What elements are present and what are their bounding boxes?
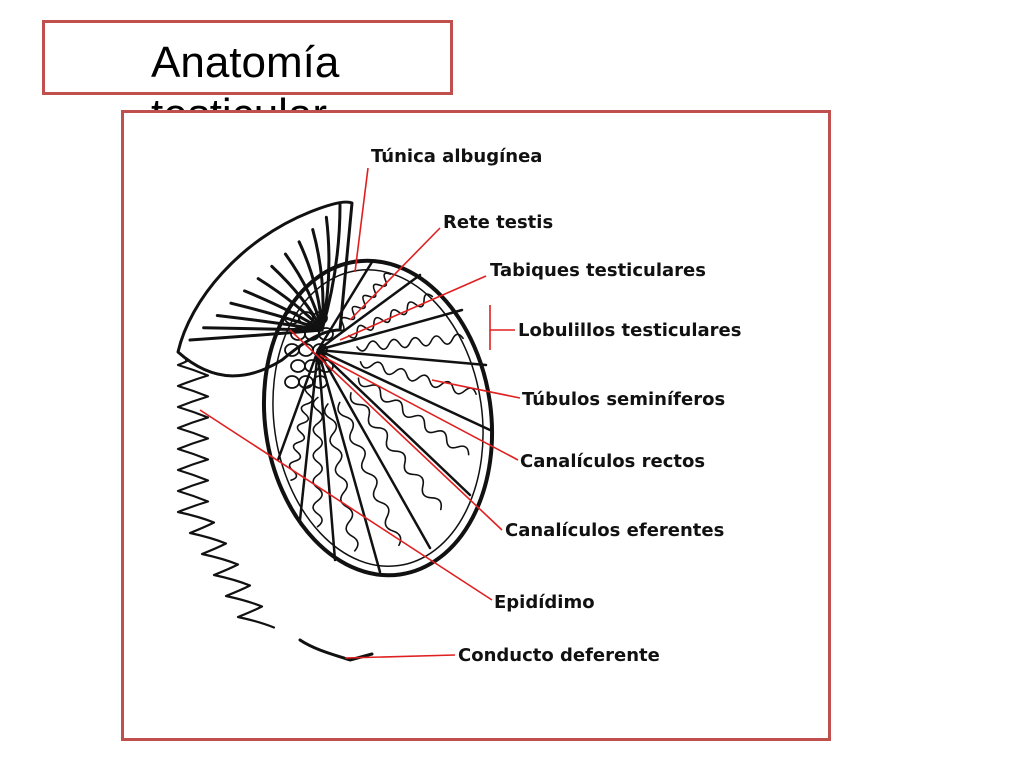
testis-drawing xyxy=(176,200,495,662)
label-epididimo: Epidídimo xyxy=(494,592,595,613)
label-tubulos-seminiferos: Túbulos seminíferos xyxy=(522,389,725,410)
label-tabiques-testiculares: Tabiques testiculares xyxy=(490,260,706,281)
label-tunica-albuginea: Túnica albugínea xyxy=(371,146,542,167)
leader-lines xyxy=(199,167,521,659)
label-lobulillos-testiculares: Lobulillos testiculares xyxy=(518,320,741,341)
label-conducto-deferente: Conducto deferente xyxy=(458,645,660,666)
label-canaliculos-eferentes: Canalículos eferentes xyxy=(505,520,724,541)
figure-frame xyxy=(121,110,831,741)
label-canaliculos-rectos: Canalículos rectos xyxy=(520,451,705,472)
label-rete-testis: Rete testis xyxy=(443,212,553,233)
diagram-labels: Túnica albugínea Rete testis Tabiques te… xyxy=(371,146,741,666)
